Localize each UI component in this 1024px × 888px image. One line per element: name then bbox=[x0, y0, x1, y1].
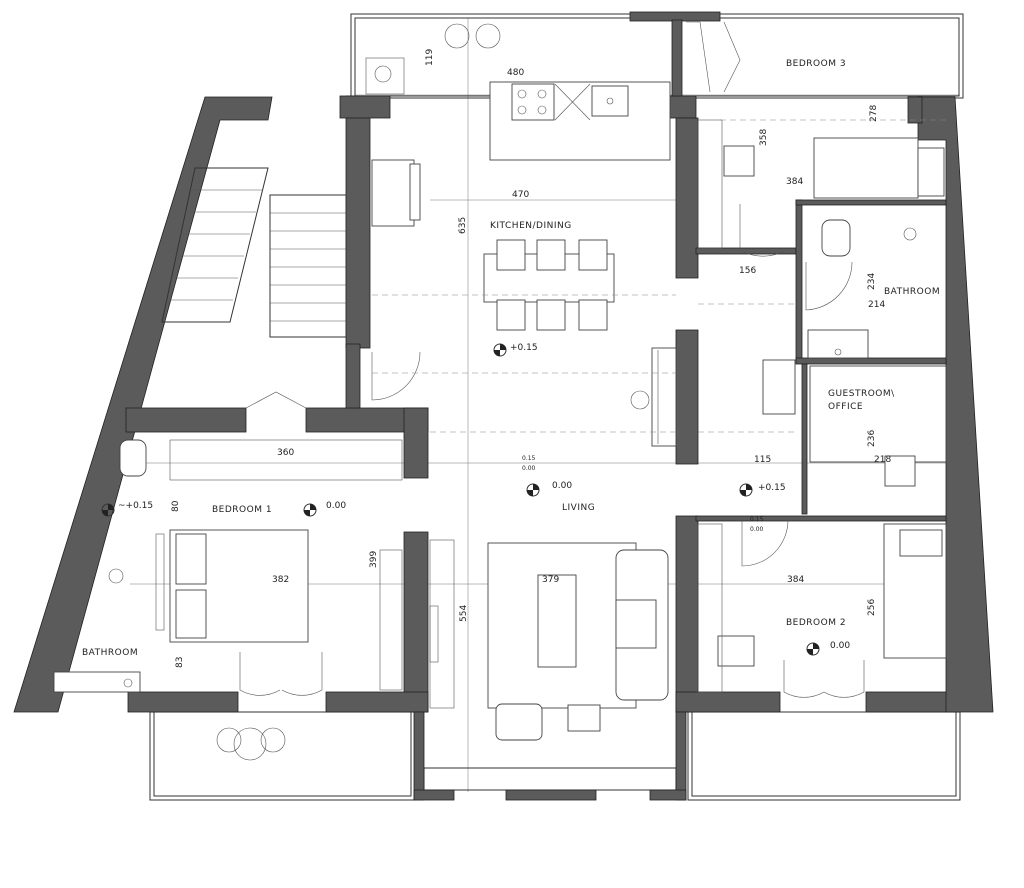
dim-384-top: 384 bbox=[786, 177, 803, 187]
living-furniture bbox=[429, 539, 669, 741]
dim-83: 83 bbox=[175, 657, 185, 668]
walls bbox=[13, 11, 994, 801]
dim-470: 470 bbox=[512, 190, 529, 200]
label-bedroom3: BEDROOM 3 bbox=[786, 59, 846, 69]
level-living: 0.00 bbox=[552, 481, 572, 491]
level-kitchen: +0.15 bbox=[510, 343, 538, 353]
label-bathroom-right: BATHROOM bbox=[884, 287, 940, 297]
dim-80: 80 bbox=[171, 500, 181, 512]
level-step-b-top: 0.15 bbox=[750, 516, 764, 523]
level-step-b-bottom: 0.00 bbox=[750, 526, 764, 533]
level-bath-left: ~+0.15 bbox=[118, 501, 153, 511]
label-living: LIVING bbox=[562, 503, 595, 513]
dim-360: 360 bbox=[277, 448, 294, 458]
dim-382: 382 bbox=[272, 575, 289, 585]
dim-236: 236 bbox=[867, 430, 877, 447]
level-bedroom1: 0.00 bbox=[326, 501, 346, 511]
kitchen-furniture bbox=[365, 23, 677, 447]
dim-256: 256 bbox=[867, 599, 877, 616]
bedroom1-furniture bbox=[53, 439, 403, 693]
level-labels: +0.15 0.00 0.00 ~+0.15 +0.15 0.00 0.15 0… bbox=[118, 343, 850, 651]
dim-554: 554 bbox=[459, 605, 469, 622]
dim-480: 480 bbox=[507, 68, 524, 78]
level-markers bbox=[101, 343, 820, 656]
dim-156: 156 bbox=[739, 266, 756, 276]
label-bedroom2: BEDROOM 2 bbox=[786, 618, 846, 628]
label-bathroom-left: BATHROOM bbox=[82, 648, 138, 658]
level-step-a-bottom: 0.00 bbox=[522, 465, 536, 472]
level-bedroom2: 0.00 bbox=[830, 641, 850, 651]
label-guestroom: GUESTROOM\ bbox=[828, 389, 895, 399]
dim-119: 119 bbox=[425, 49, 435, 66]
level-corridor: +0.15 bbox=[758, 483, 786, 493]
label-kitchen-dining: KITCHEN/DINING bbox=[490, 221, 572, 231]
dim-635: 635 bbox=[458, 217, 468, 234]
label-bedroom1: BEDROOM 1 bbox=[212, 505, 272, 515]
right-rooms-furniture bbox=[216, 119, 947, 761]
dim-234: 234 bbox=[867, 273, 877, 290]
staircase bbox=[161, 167, 347, 338]
dim-358: 358 bbox=[759, 129, 769, 146]
dim-399: 399 bbox=[369, 551, 379, 568]
doors bbox=[239, 21, 865, 698]
dim-214: 214 bbox=[868, 300, 885, 310]
dim-278: 278 bbox=[869, 105, 879, 122]
dim-218: 218 bbox=[874, 455, 891, 465]
dim-379: 379 bbox=[542, 575, 559, 585]
dim-384-bottom: 384 bbox=[787, 575, 804, 585]
room-labels: BEDROOM 3 KITCHEN/DINING BATHROOM GUESTR… bbox=[82, 59, 940, 658]
level-step-a-top: 0.15 bbox=[522, 455, 536, 462]
dimension-labels: 119 480 358 278 384 470 635 156 234 214 … bbox=[171, 49, 891, 668]
dim-115: 115 bbox=[754, 455, 771, 465]
dashed-lines bbox=[372, 119, 946, 433]
label-office: OFFICE bbox=[828, 402, 863, 412]
